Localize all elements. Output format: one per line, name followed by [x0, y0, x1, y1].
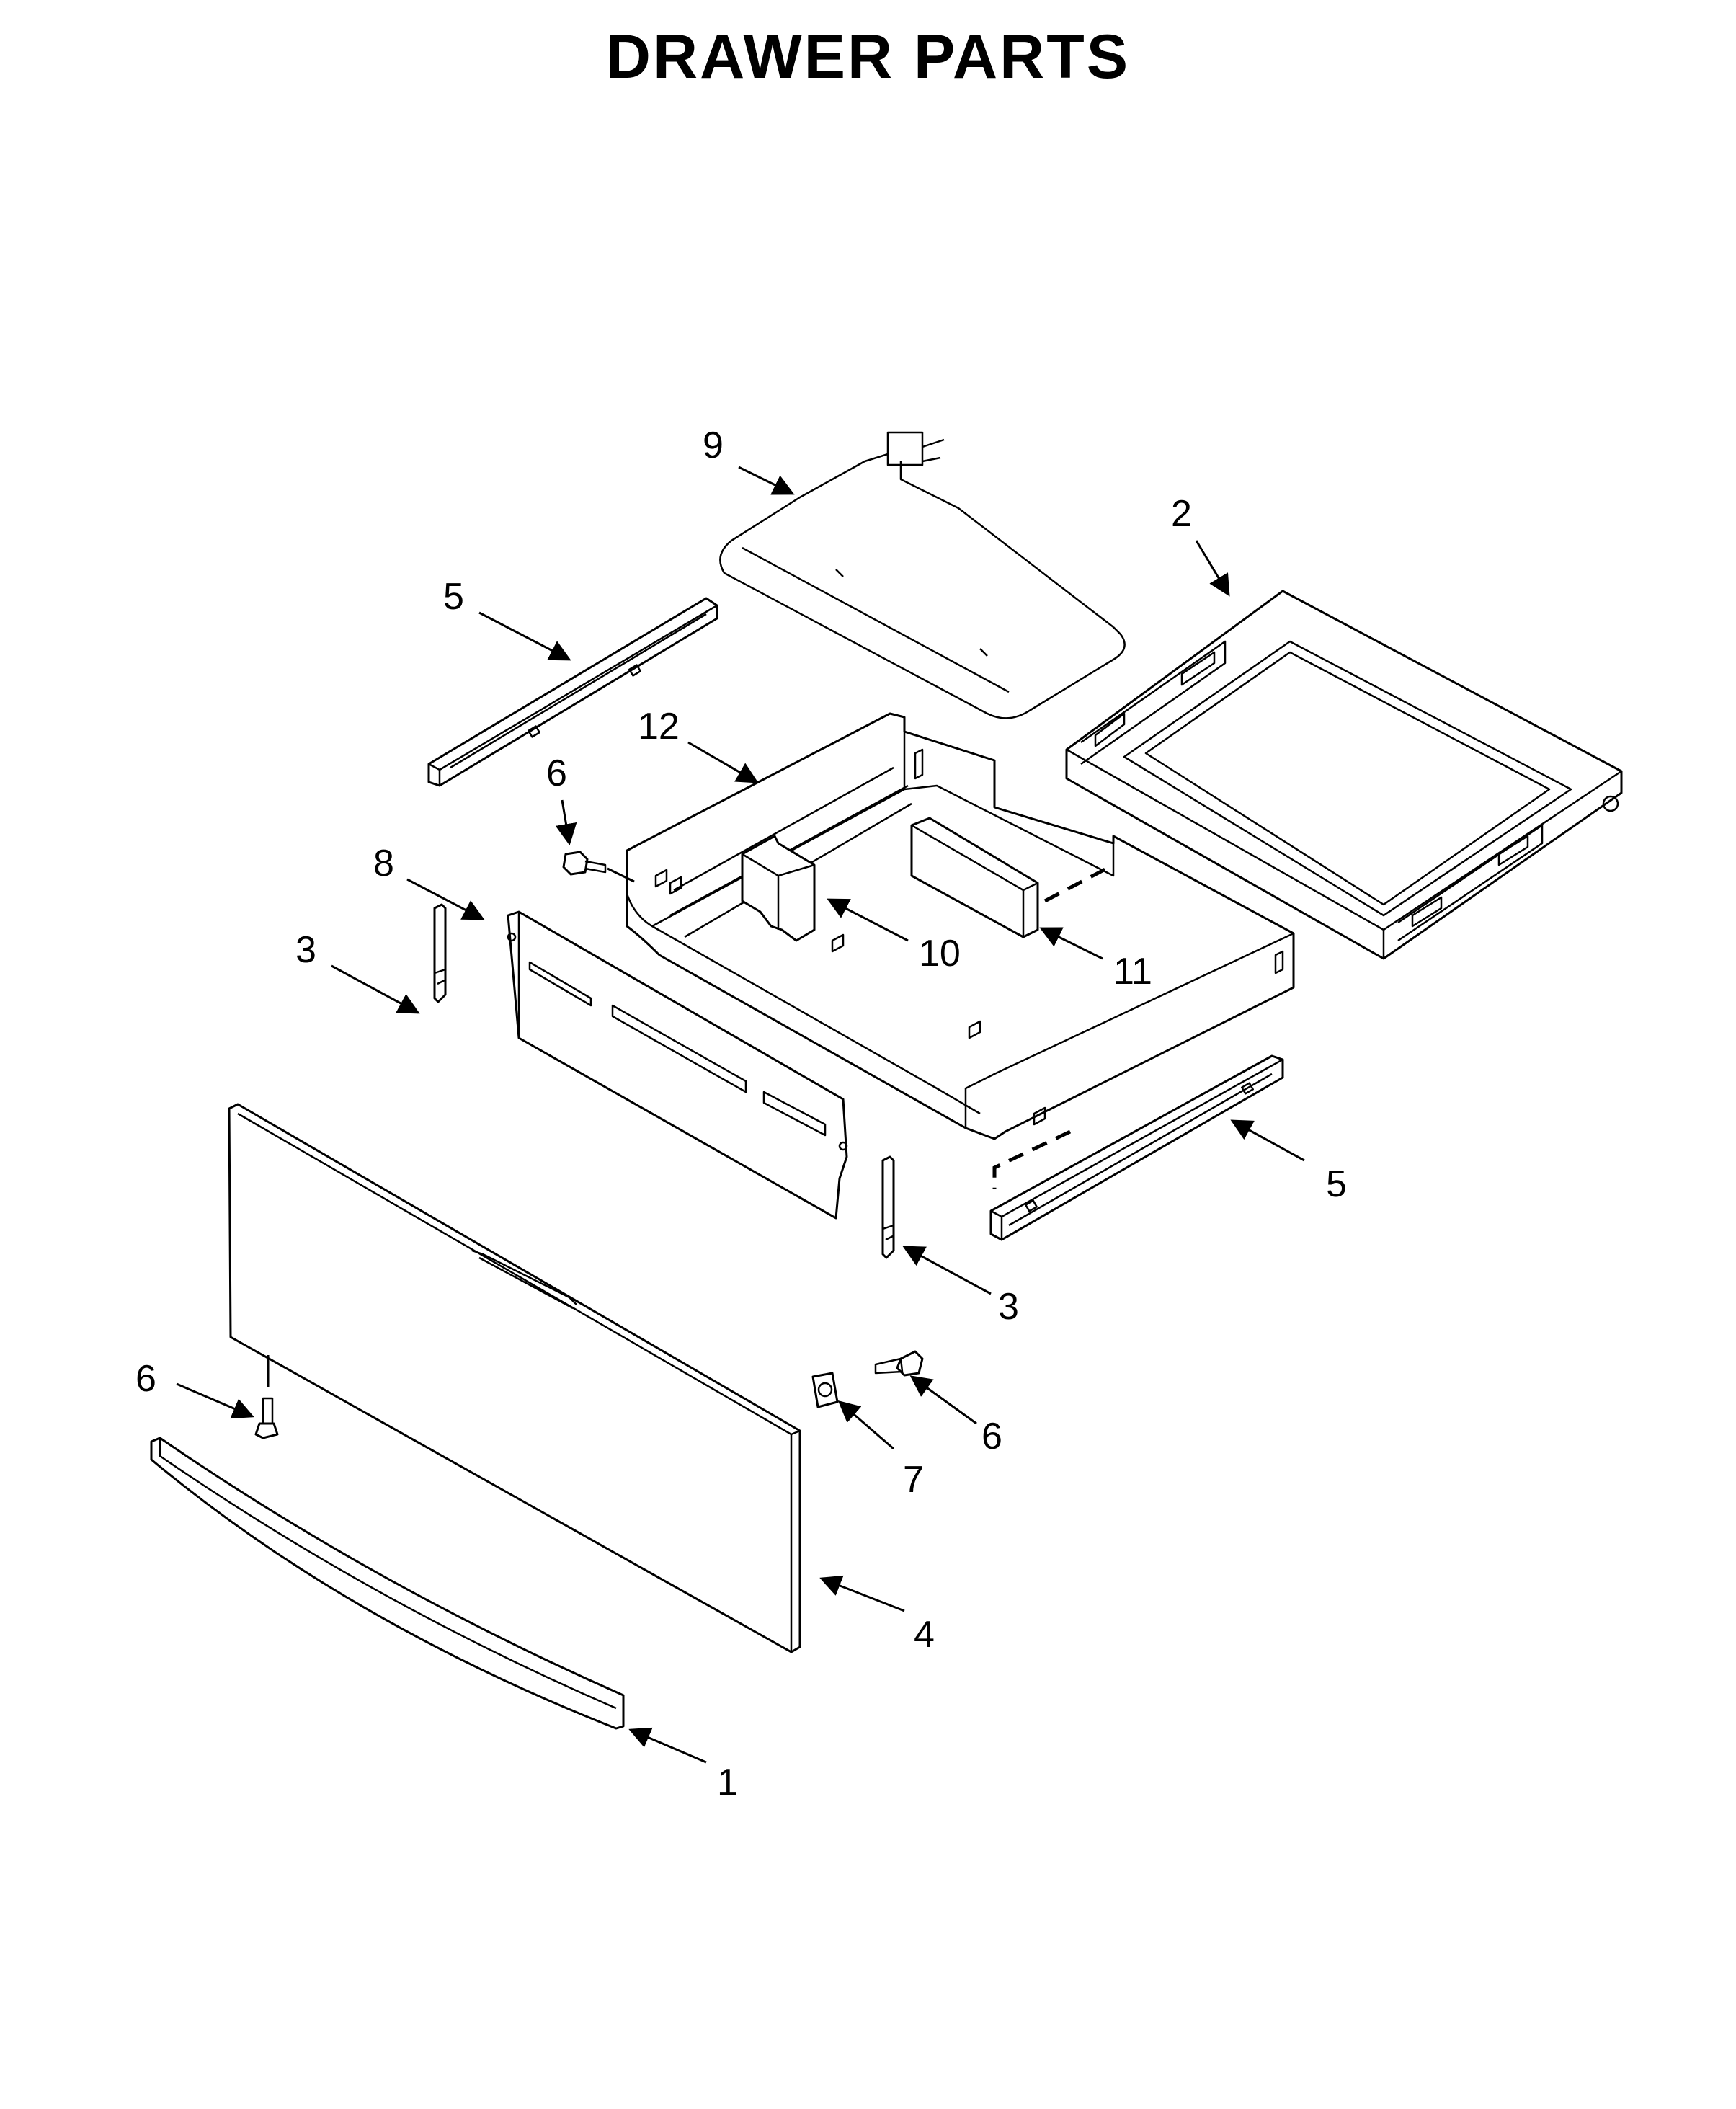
- leader-3a: [331, 964, 420, 1014]
- part-drawer-housing[interactable]: [626, 712, 1295, 1140]
- callout-3-left: 3: [295, 929, 316, 971]
- leader-7: [837, 1400, 894, 1450]
- callout-2: 2: [1171, 493, 1192, 535]
- callout-12: 12: [638, 706, 680, 747]
- part-screw-front-right[interactable]: [874, 1350, 924, 1377]
- part-drawer-slide-right[interactable]: [989, 1054, 1284, 1241]
- part-inner-front-panel[interactable]: [507, 910, 848, 1220]
- callout-6-upper: 6: [546, 752, 567, 794]
- part-handle[interactable]: [150, 1437, 625, 1730]
- leader-6c: [909, 1375, 977, 1425]
- part-drawer-pan[interactable]: [1065, 590, 1623, 960]
- part-rear-panel[interactable]: [910, 817, 1039, 938]
- callout-6-left: 6: [135, 1358, 156, 1400]
- callout-4: 4: [914, 1614, 935, 1656]
- leader-6b: [176, 1382, 254, 1419]
- callout-9: 9: [703, 425, 724, 466]
- leader-3b: [902, 1246, 992, 1295]
- callout-10: 10: [919, 933, 961, 974]
- callout-5-lower: 5: [1326, 1163, 1347, 1205]
- part-bracket-center[interactable]: [741, 835, 816, 942]
- part-heating-element[interactable]: [719, 431, 1126, 719]
- assembly-line-rear: [1043, 863, 1115, 903]
- part-screw-front-left[interactable]: [254, 1355, 279, 1439]
- callout-5-upper: 5: [443, 576, 464, 618]
- leader-1: [628, 1727, 707, 1764]
- leader-5b: [1230, 1119, 1305, 1162]
- callout-1: 1: [717, 1762, 738, 1803]
- part-drawer-slide-left[interactable]: [427, 597, 718, 787]
- callout-11: 11: [1113, 951, 1152, 993]
- leader-6a: [555, 799, 577, 845]
- leader-8: [406, 878, 485, 920]
- part-drawer-front-panel[interactable]: [228, 1103, 801, 1653]
- callout-3-right: 3: [998, 1286, 1019, 1328]
- callout-8: 8: [373, 843, 394, 884]
- leader-12: [687, 741, 759, 783]
- part-screw-upper[interactable]: [562, 851, 635, 883]
- callout-6-right: 6: [981, 1416, 1002, 1457]
- part-hinge-right[interactable]: [881, 1155, 895, 1259]
- leader-arrows: [176, 466, 1305, 1764]
- callout-labels: 9 2 5 12 6 8 3 10 11 5 3 6 6 7 4 1: [135, 425, 1347, 1803]
- assembly-line-slide: [992, 1129, 1072, 1189]
- page-title: DRAWER PARTS: [605, 22, 1131, 92]
- part-hinge-left[interactable]: [433, 903, 447, 1003]
- leader-10: [827, 898, 909, 942]
- leader-9: [738, 466, 795, 495]
- leader-4: [819, 1575, 905, 1612]
- part-spacer[interactable]: [811, 1372, 839, 1408]
- leader-5a: [478, 611, 571, 661]
- callout-7: 7: [903, 1459, 924, 1501]
- leader-11: [1039, 927, 1103, 960]
- leader-2: [1195, 540, 1230, 597]
